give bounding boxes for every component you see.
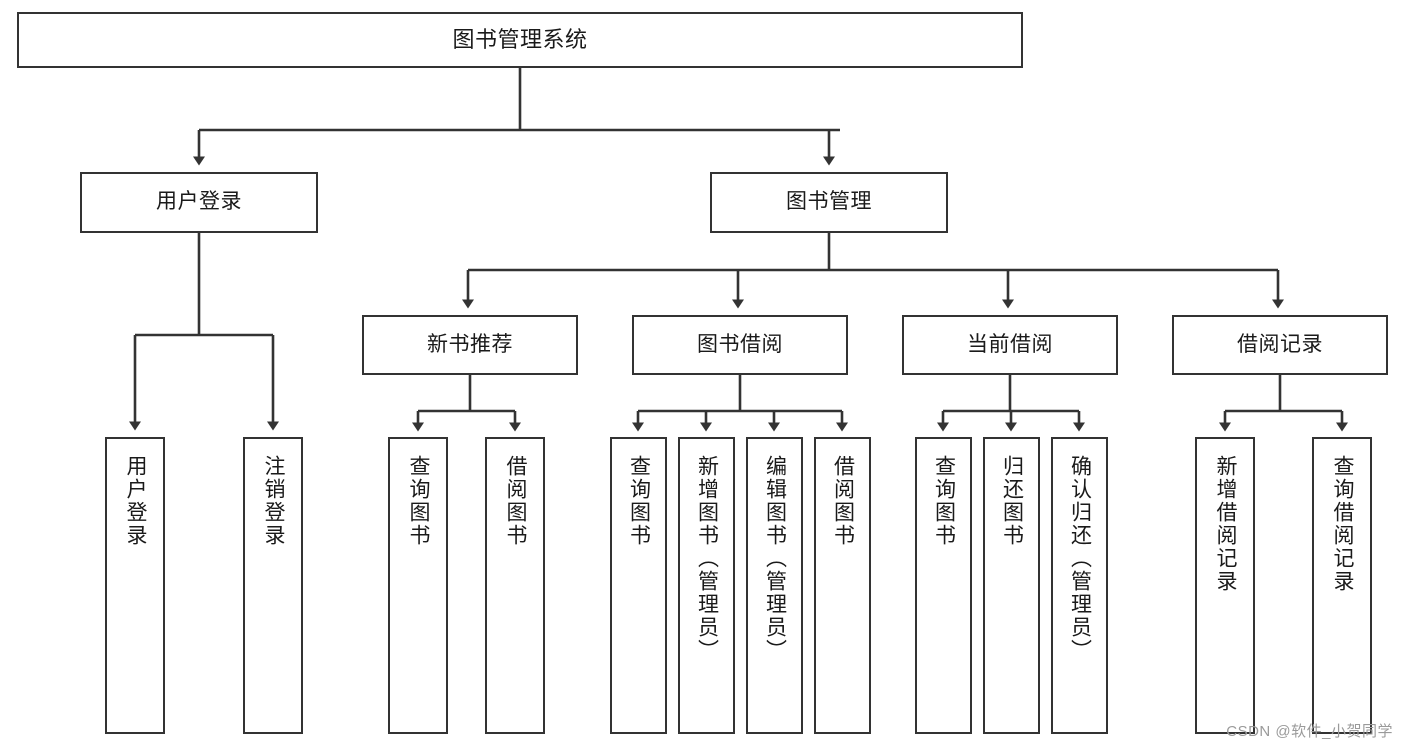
node-new-book-rec[interactable]: 新书推荐 <box>362 315 578 375</box>
node-leaf-user-login[interactable]: 用户登录 <box>105 437 165 734</box>
node-label: 查询图书 <box>627 455 651 547</box>
node-leaf-record-query[interactable]: 查询借阅记录 <box>1312 437 1372 734</box>
node-label: 用户登录 <box>156 190 242 214</box>
node-leaf-borrow-edit-book[interactable]: 编辑图书（管理员） <box>746 437 803 734</box>
node-leaf-cur-return-book[interactable]: 归还图书 <box>983 437 1040 734</box>
node-label: 新增图书（管理员） <box>695 455 719 662</box>
node-leaf-rec-query-book[interactable]: 查询图书 <box>388 437 448 734</box>
node-leaf-user-logout[interactable]: 注销登录 <box>243 437 303 734</box>
node-label: 编辑图书（管理员） <box>763 455 787 662</box>
node-leaf-rec-borrow-book[interactable]: 借阅图书 <box>485 437 545 734</box>
node-label: 归还图书 <box>1000 455 1024 547</box>
node-leaf-borrow-do-borrow[interactable]: 借阅图书 <box>814 437 871 734</box>
node-book-manage[interactable]: 图书管理 <box>710 172 948 233</box>
node-label: 借阅记录 <box>1237 332 1323 356</box>
node-label: 查询图书 <box>407 455 431 547</box>
node-label: 图书管理系统 <box>452 27 588 53</box>
node-leaf-borrow-add-book[interactable]: 新增图书（管理员） <box>678 437 735 734</box>
node-label: 查询图书 <box>932 455 956 547</box>
node-borrow-record[interactable]: 借阅记录 <box>1172 315 1388 375</box>
node-root-system[interactable]: 图书管理系统 <box>17 12 1023 68</box>
node-book-borrow[interactable]: 图书借阅 <box>632 315 848 375</box>
node-label: 图书借阅 <box>697 332 783 356</box>
node-current-borrow[interactable]: 当前借阅 <box>902 315 1118 375</box>
node-label: 查询借阅记录 <box>1331 455 1355 593</box>
node-leaf-record-add[interactable]: 新增借阅记录 <box>1195 437 1255 734</box>
node-label: 当前借阅 <box>967 332 1053 356</box>
node-label: 注销登录 <box>262 455 286 547</box>
node-label: 新书推荐 <box>427 332 513 356</box>
node-leaf-cur-query-book[interactable]: 查询图书 <box>915 437 972 734</box>
watermark-text: CSDN @软件_小贺同学 <box>1226 723 1393 740</box>
node-label: 确认归还（管理员） <box>1068 455 1092 662</box>
node-user-login[interactable]: 用户登录 <box>80 172 318 233</box>
node-label: 用户登录 <box>124 455 148 547</box>
node-label: 借阅图书 <box>504 455 528 547</box>
node-leaf-cur-confirm-return[interactable]: 确认归还（管理员） <box>1051 437 1108 734</box>
node-label: 借阅图书 <box>831 455 855 547</box>
node-label: 图书管理 <box>786 190 872 214</box>
node-leaf-borrow-query-book[interactable]: 查询图书 <box>610 437 667 734</box>
node-label: 新增借阅记录 <box>1214 455 1238 593</box>
